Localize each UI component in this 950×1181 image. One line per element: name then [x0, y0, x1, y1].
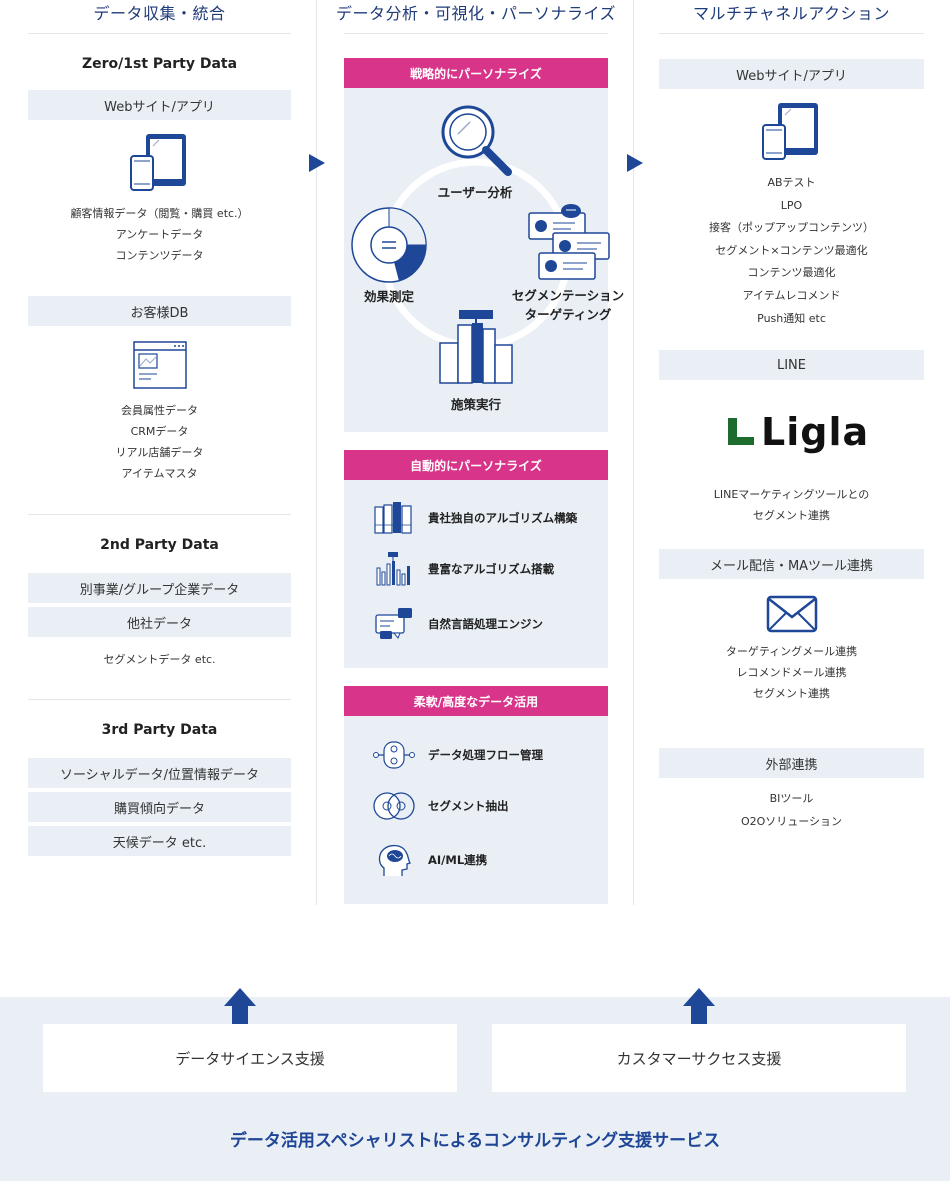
- action-web-pill: Webサイト/アプリ: [659, 59, 924, 89]
- feature-label: AI/ML連携: [428, 853, 488, 867]
- weather-pill: 天候データ etc.: [28, 826, 291, 856]
- column-title-collection: データ収集・統合: [93, 4, 226, 23]
- donut-chart-icon: [349, 205, 429, 289]
- list-item: アイテムマスタ: [121, 467, 198, 480]
- envelope-icon: [766, 595, 818, 637]
- list-item: セグメント連携: [753, 687, 830, 700]
- ligla-logo-mark-icon: [728, 418, 754, 445]
- devices-icon: [761, 101, 823, 165]
- list-item: O2Oソリューション: [740, 815, 843, 828]
- list-item: コンテンツ最適化: [747, 266, 836, 280]
- divider: [28, 514, 291, 515]
- line-pill: LINE: [659, 350, 924, 380]
- execution-label: 施策実行: [450, 397, 501, 412]
- mail-action-list: ターゲティングメール連携 レコメンドメール連携 セグメント連携: [659, 641, 924, 704]
- flow-nodes-icon: [372, 738, 416, 772]
- list-item: 顧客情報データ（閲覧・購買 etc.）: [70, 207, 249, 220]
- divider: [28, 699, 291, 700]
- list-item: 接客（ポップアップコンテンツ）: [709, 221, 874, 235]
- database-window-icon: [133, 341, 187, 393]
- list-item: Push通知 etc: [757, 311, 826, 325]
- line-action-list: LINEマーケティングツールとの セグメント連携: [659, 484, 924, 526]
- feature-label: データ処理フロー管理: [428, 748, 543, 762]
- list-item: ターゲティングメール連携: [725, 645, 858, 658]
- magnifier-icon: [440, 104, 512, 182]
- flexible-title: 柔軟/高度なデータ活用: [344, 686, 608, 716]
- feature-segment-extraction: セグメント抽出: [372, 789, 509, 823]
- column-title-analysis: データ分析・可視化・パーソナライズ: [335, 4, 617, 23]
- books-icon: [372, 501, 416, 535]
- flow-arrow-icon: [309, 154, 325, 172]
- feature-ai-ml: AI/ML連携: [372, 843, 487, 877]
- bar-chart-icon: [372, 552, 416, 586]
- web-data-list: 顧客情報データ（閲覧・購買 etc.） アンケートデータ コンテンツデータ: [28, 203, 291, 266]
- segment-data-note: セグメントデータ etc.: [103, 653, 216, 666]
- list-item: セグメント×コンテンツ最適化: [715, 243, 868, 257]
- bar-building-icon: [437, 309, 515, 389]
- divider: [28, 33, 291, 34]
- list-item: BIツール: [769, 792, 814, 805]
- external-pill: 外部連携: [659, 748, 924, 778]
- external-action-list: BIツール O2Oソリューション: [659, 787, 924, 833]
- feature-label: 豊富なアルゴリズム搭載: [428, 562, 555, 576]
- feature-flow-management: データ処理フロー管理: [372, 738, 543, 772]
- second-party-heading: 2nd Party Data: [100, 537, 219, 553]
- feature-label: 自然言語処理エンジン: [428, 617, 543, 631]
- column-divider: [316, 0, 317, 905]
- automatic-title: 自動的にパーソナライズ: [344, 450, 608, 480]
- db-data-list: 会員属性データ CRMデータ リアル店舗データ アイテムマスタ: [28, 400, 291, 484]
- group-company-pill: 別事業/グループ企業データ: [28, 573, 291, 603]
- segment-cards-icon: [527, 203, 611, 287]
- list-item: レコメンドメール連携: [736, 666, 847, 679]
- divider: [344, 33, 608, 34]
- feature-nlp-engine: 自然言語処理エンジン: [372, 607, 543, 641]
- purchase-trend-pill: 購買傾向データ: [28, 792, 291, 822]
- customer-db-pill: お客様DB: [28, 296, 291, 326]
- feature-custom-algorithm: 貴社独自のアルゴリズム構築: [372, 501, 577, 535]
- ligla-logo-text: Ligla: [761, 410, 870, 454]
- flow-arrow-icon: [627, 154, 643, 172]
- venn-icon: [372, 789, 416, 823]
- list-item: LPO: [780, 198, 803, 212]
- segmentation-label-line1: セグメンテーション: [511, 288, 625, 303]
- devices-icon: [129, 132, 191, 196]
- list-item: セグメント連携: [753, 509, 830, 522]
- measurement-label: 効果測定: [363, 289, 414, 304]
- chat-bubbles-icon: [372, 607, 416, 641]
- segmentation-label-line2: ターゲティング: [524, 307, 612, 322]
- list-item: アンケートデータ: [115, 228, 204, 241]
- list-item: CRMデータ: [130, 425, 189, 438]
- web-action-list: ABテスト LPO 接客（ポップアップコンテンツ） セグメント×コンテンツ最適化…: [659, 172, 924, 330]
- feature-label: セグメント抽出: [428, 799, 509, 813]
- user-analysis-label: ユーザー分析: [437, 185, 513, 200]
- customer-success-support-box: カスタマーサクセス支援: [492, 1024, 906, 1092]
- web-app-pill: Webサイト/アプリ: [28, 90, 291, 120]
- segmentation-label: セグメンテーション ターゲティング: [505, 286, 631, 324]
- social-location-pill: ソーシャルデータ/位置情報データ: [28, 758, 291, 788]
- list-item: リアル店舗データ: [115, 446, 204, 459]
- list-item: LINEマーケティングツールとの: [713, 488, 870, 501]
- third-party-heading: 3rd Party Data: [101, 722, 218, 738]
- up-arrow-icon: [222, 986, 258, 1030]
- brain-head-icon: [372, 843, 416, 877]
- feature-label: 貴社独自のアルゴリズム構築: [428, 511, 578, 525]
- divider: [659, 33, 924, 34]
- consulting-service-title: データ活用スペシャリストによるコンサルティング支援サービス: [229, 1131, 721, 1151]
- up-arrow-icon: [681, 986, 717, 1030]
- list-item: コンテンツデータ: [115, 249, 204, 262]
- data-science-support-box: データサイエンス支援: [43, 1024, 457, 1092]
- mail-pill: メール配信・MAツール連携: [659, 549, 924, 579]
- column-divider: [633, 0, 634, 905]
- feature-rich-algorithms: 豊富なアルゴリズム搭載: [372, 552, 554, 586]
- ligla-logo: Ligla: [727, 410, 869, 454]
- column-title-action: マルチチャネルアクション: [692, 4, 891, 23]
- list-item: アイテムレコメンド: [742, 288, 841, 302]
- list-item: ABテスト: [767, 176, 816, 189]
- zero-first-party-heading: Zero/1st Party Data: [81, 56, 238, 72]
- other-company-pill: 他社データ: [28, 607, 291, 637]
- strategic-title: 戦略的にパーソナライズ: [344, 58, 608, 88]
- list-item: 会員属性データ: [121, 404, 198, 417]
